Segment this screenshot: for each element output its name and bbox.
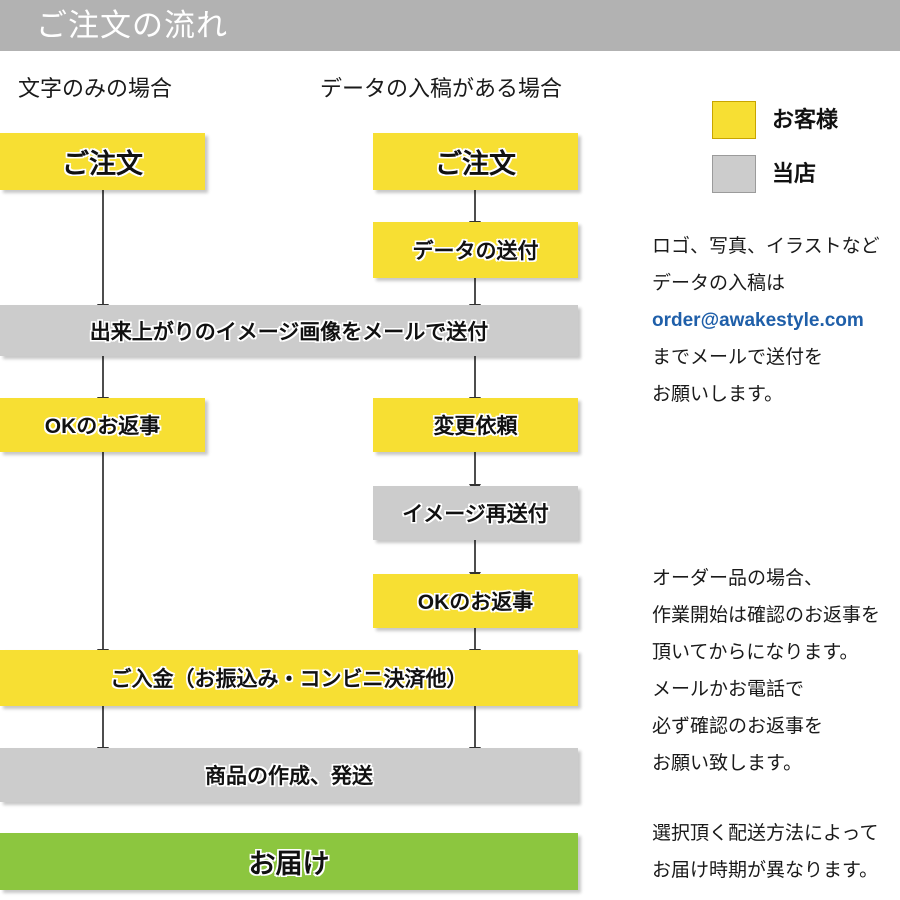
arrow-datasend-to-image [469,278,481,314]
note-data-submission-line-5: お願いします。 [652,384,784,405]
note-shipping-line-1: 選択頂く配送方法によって [652,823,879,844]
note-data-submission: ロゴ、写真、イラストなど データの入稿は order@awakestyle.co… [652,228,880,413]
flow-box-payment-label: ご入金（お振込み・コンビニ決済他） [110,668,468,691]
note-order-confirmation-line-6: お願い致します。 [652,753,803,774]
note-shipping: 選択頂く配送方法によって お届け時期が異なります。 [652,815,878,889]
arrow-right-order-to-datasend [469,190,481,231]
arrow-change-to-resend [469,452,481,494]
arrow-image-to-left-ok [97,356,109,407]
note-data-submission-line-4: までメールで送付を [652,347,824,368]
arrow-right-ok-to-payment [469,628,481,659]
arrow-payment-to-production-left [97,706,109,757]
note-order-confirmation-line-1: オーダー品の場合、 [652,568,824,589]
flow-box-image-mail-label: 出来上がりのイメージ画像をメールで送付 [89,320,489,344]
flow-box-image-resend[interactable]: イメージ再送付 [373,486,578,540]
legend-swatch-customer [712,101,756,139]
note-order-confirmation-line-3: 頂いてからになります。 [652,642,859,663]
flow-box-change-request-label: 変更依頼 [433,415,518,438]
flow-box-left-order-label: ご注文 [62,149,143,179]
flow-box-right-order-label: ご注文 [435,149,516,179]
flow-box-right-order[interactable]: ご注文 [373,133,578,190]
note-order-confirmation-line-5: 必ず確認のお返事を [652,716,824,737]
arrow-payment-to-production-right [469,706,481,757]
note-data-submission-line-1: ロゴ、写真、イラストなど [652,236,880,257]
legend-label-shop: 当店 [772,161,817,186]
flow-box-left-ok-reply[interactable]: OKのお返事 [0,398,205,452]
note-order-confirmation: オーダー品の場合、 作業開始は確認のお返事を 頂いてからになります。 メールかお… [652,560,880,782]
note-shipping-line-2: お届け時期が異なります。 [652,860,879,881]
flow-box-image-mail[interactable]: 出来上がりのイメージ画像をメールで送付 [0,305,578,356]
arrow-left-ok-to-payment [97,452,109,659]
flow-box-production[interactable]: 商品の作成、発送 [0,748,578,802]
flow-box-payment[interactable]: ご入金（お振込み・コンビニ決済他） [0,650,578,706]
order-email-link[interactable]: order@awakestyle.com [652,310,864,331]
flow-box-data-send[interactable]: データの送付 [373,222,578,278]
flow-box-left-order[interactable]: ご注文 [0,133,205,190]
flow-box-right-ok-reply[interactable]: OKのお返事 [373,574,578,628]
flow-box-right-ok-reply-label: OKのお返事 [417,591,534,614]
flow-box-data-send-label: データの送付 [412,240,539,263]
note-data-submission-line-2: データの入稿は [652,273,786,294]
legend-swatch-shop [712,155,756,193]
flow-box-change-request[interactable]: 変更依頼 [373,398,578,452]
flow-box-production-label: 商品の作成、発送 [205,765,373,788]
flow-box-image-resend-label: イメージ再送付 [402,503,549,526]
arrow-image-to-change-request [469,356,481,407]
page-header-bar [0,0,900,51]
flow-box-left-ok-reply-label: OKのお返事 [44,415,161,438]
page-title: ご注文の流れ [36,8,228,43]
flow-box-delivery-label: お届け [248,849,330,879]
arrow-resend-to-right-ok [469,540,481,582]
flow-box-delivery[interactable]: お届け [0,833,578,890]
legend-label-customer: お客様 [772,107,839,132]
note-order-confirmation-line-2: 作業開始は確認のお返事を [652,605,881,626]
column-caption-text-only: 文字のみの場合 [18,76,173,101]
column-caption-with-data: データの入稿がある場合 [320,76,563,101]
arrow-left-order-to-image [97,190,109,314]
note-order-confirmation-line-4: メールかお電話で [652,679,805,700]
